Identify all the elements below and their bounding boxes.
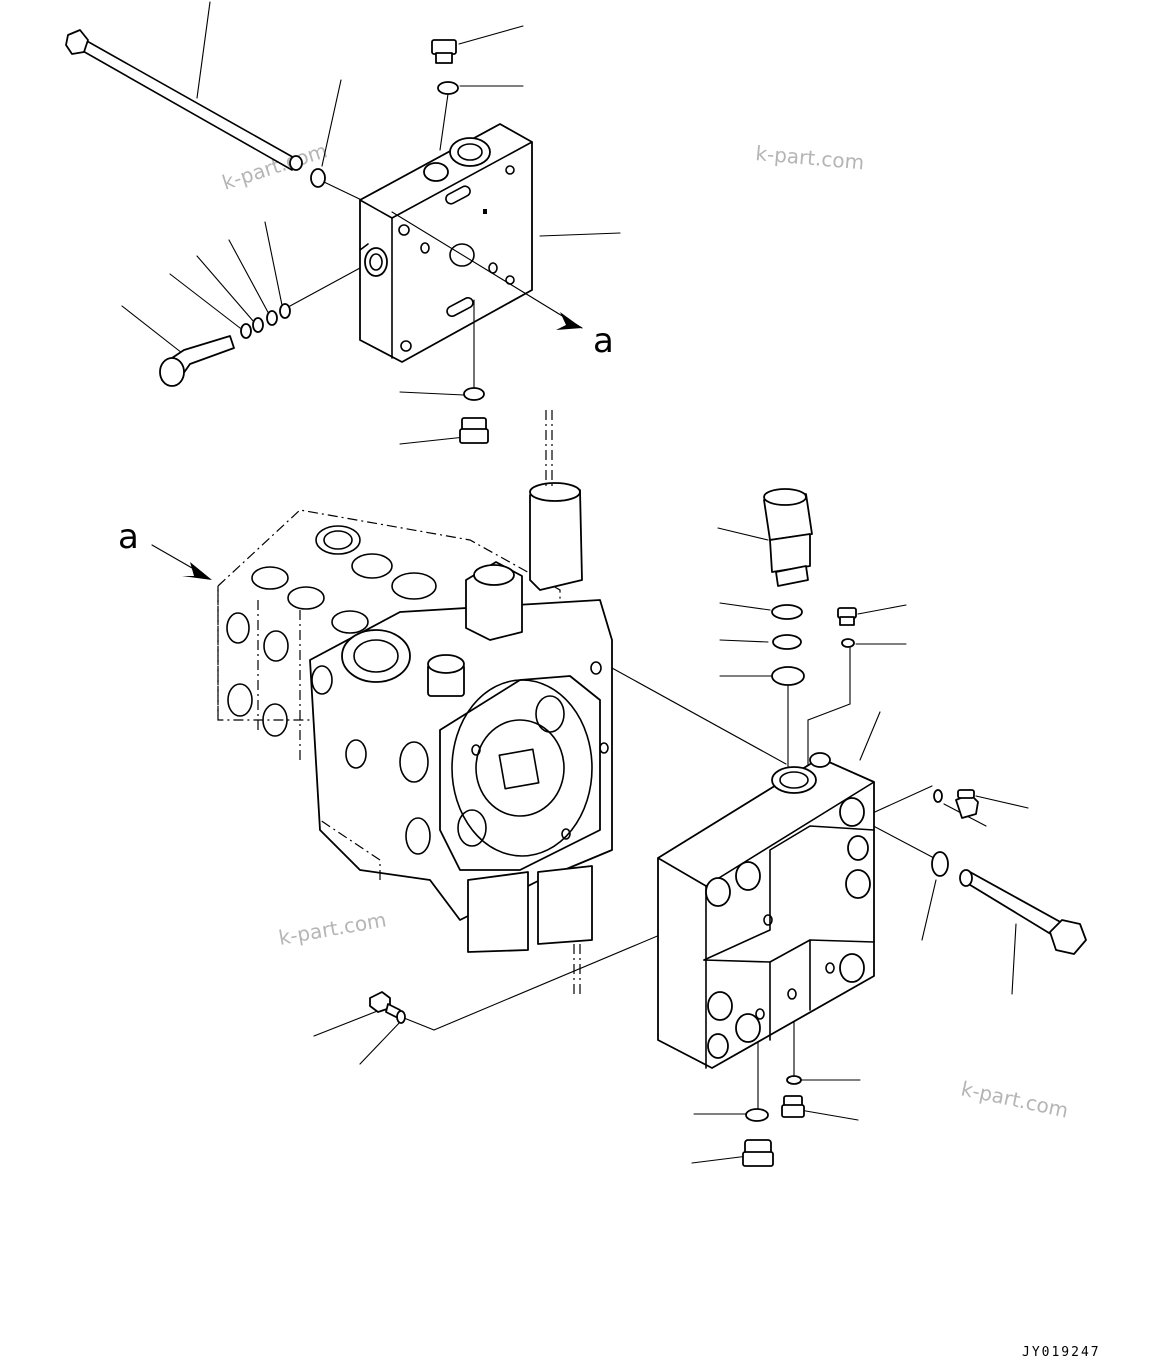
watermark-bottom-right: k-part.com <box>959 1076 1071 1122</box>
washer-upper <box>310 168 326 188</box>
control-valve-body <box>217 410 613 994</box>
plug-top <box>431 39 457 64</box>
plug-small-right <box>837 607 857 626</box>
lower-end-block <box>657 752 875 1069</box>
o-ring-top <box>437 81 459 95</box>
relief-valve-cartridge <box>763 488 813 587</box>
leader-lines-lower <box>313 527 1029 1164</box>
upper-end-block <box>359 123 533 363</box>
view-a-arrow-head <box>556 312 582 330</box>
o-ring-bottom-upper <box>463 387 485 401</box>
o-ring-h <box>933 789 943 803</box>
o-ring-b <box>252 317 264 333</box>
plug-bolt-upper <box>159 335 235 387</box>
o-ring-c <box>266 310 278 326</box>
o-ring-d <box>279 303 291 319</box>
backup-ring <box>771 604 803 620</box>
view-label-a-lower: a <box>118 517 139 557</box>
view-label-a-upper: a <box>593 321 614 361</box>
leader-lines-upper <box>121 1 621 445</box>
watermark-middle-left: k-part.com <box>277 907 388 950</box>
plug-right-side <box>955 789 979 819</box>
o-ring-k <box>745 1108 769 1122</box>
washer-lower <box>931 851 949 877</box>
o-ring-j <box>786 1075 802 1085</box>
watermark-top-right: k-part.com <box>755 141 866 174</box>
plug-bottom-left <box>742 1139 774 1167</box>
o-ring-f <box>771 666 805 686</box>
drawing-code: JY019247 <box>1022 1345 1101 1360</box>
tie-rod-bolt-lower <box>959 869 1087 955</box>
o-ring-a <box>240 323 252 339</box>
o-ring-i <box>396 1010 406 1024</box>
bolt-small-left <box>369 991 401 1019</box>
plug-bottom-upper <box>459 417 489 444</box>
o-ring-e <box>772 634 802 650</box>
o-ring-g <box>841 638 855 648</box>
tie-rod-upper <box>65 29 303 171</box>
view-a-arrow-shaft <box>391 211 583 329</box>
plug-bottom-right <box>781 1095 805 1118</box>
